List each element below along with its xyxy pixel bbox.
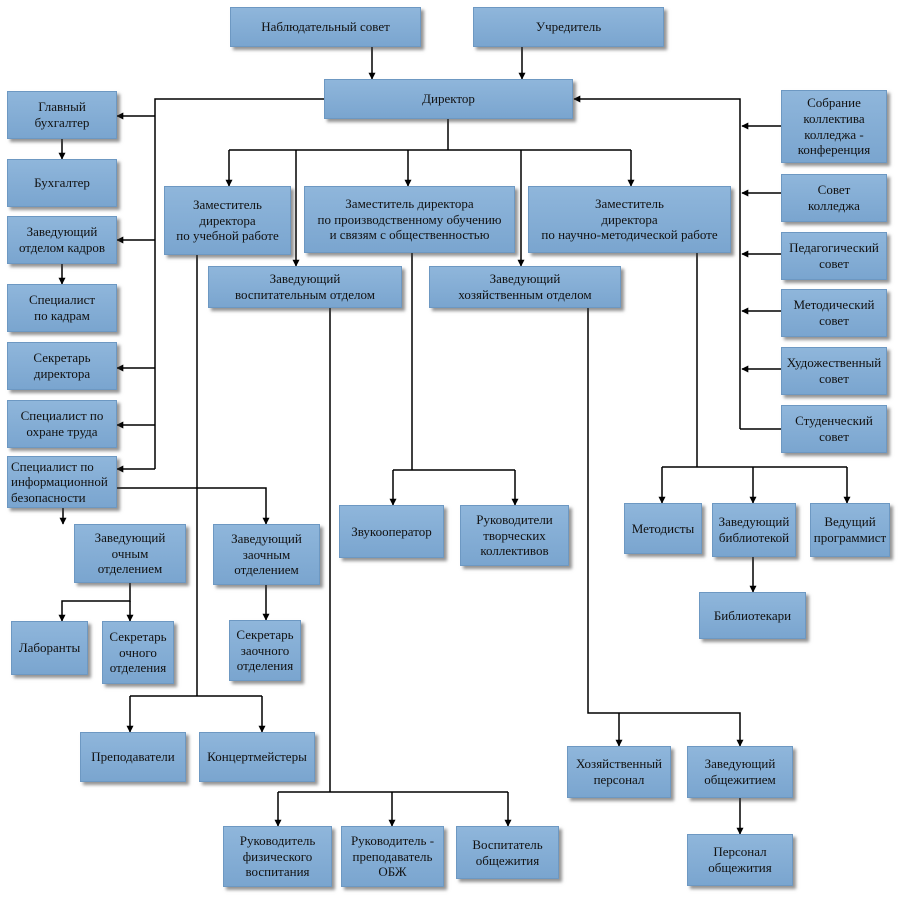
node-ruk-obzh: Руководитель - преподаватель ОБЖ <box>341 826 444 887</box>
node-metodisty: Методисты <box>624 503 702 554</box>
node-spec-infobez: Специалист по информационной безопасност… <box>7 456 117 508</box>
edge <box>154 98 324 469</box>
node-pedagogicheskii-sovet: Педагогический совет <box>781 232 887 280</box>
node-sekretar-ochnogo: Секретарь очного отделения <box>102 621 174 684</box>
node-zav-ochnym: Заведующий очным отделением <box>74 524 186 583</box>
node-nablyudatelnyi-sovet: Наблюдательный совет <box>230 7 421 47</box>
node-zam-nauchno-metod: Заместитель директора по научно-методиче… <box>528 186 731 253</box>
node-zam-uchebnaya: Заместитель директора по учебной работе <box>164 186 291 255</box>
node-vospitatel-obshezhitiya: Воспитатель общежития <box>456 826 559 879</box>
node-zav-zaochnym: Заведующий заочным отделением <box>213 524 320 585</box>
node-ruk-fizvospitaniya: Руководитель физического воспитания <box>223 826 332 887</box>
node-sovet-kolledzha: Совет колледжа <box>781 174 887 222</box>
node-sekretar-zaochnogo: Секретарь заочного отделения <box>229 620 301 681</box>
node-sekretar-direktora: Секретарь директора <box>7 342 117 390</box>
node-metodicheskii-sovet: Методический совет <box>781 289 887 337</box>
node-ruk-tvorcheskih: Руководители творческих коллективов <box>460 505 569 566</box>
edge <box>58 583 131 622</box>
node-laboranty: Лаборанты <box>11 621 88 675</box>
node-zam-proizvodstvo: Заместитель директора по производственно… <box>304 186 515 253</box>
node-vedushii-programmist: Ведущий программист <box>810 503 890 557</box>
node-glavnyi-buhgalter: Главный бухгалтер <box>7 91 117 139</box>
node-zav-obshezhitiem: Заведующий общежитием <box>687 746 793 798</box>
node-bibliotekari: Библиотекари <box>699 592 806 639</box>
node-spec-kadry: Специалист по кадрам <box>7 284 117 332</box>
node-zav-hozyaistvennyi: Заведующий хозяйственным отделом <box>429 266 621 308</box>
node-direktor: Директор <box>324 79 573 119</box>
node-spec-ohrana-truda: Специалист по охране труда <box>7 400 117 448</box>
node-personal-obshezhitiya: Персонал общежития <box>687 834 793 886</box>
node-koncertmeistery: Концертмейстеры <box>199 732 315 782</box>
node-zav-kadrov: Заведующий отделом кадров <box>7 216 117 264</box>
node-zvukooperator: Звукооператор <box>339 505 444 558</box>
edge <box>197 487 270 525</box>
node-zav-bibliotekoi: Заведующий библиотекой <box>712 503 796 557</box>
edge <box>573 95 741 429</box>
node-zav-vospitatelnyi: Заведующий воспитательным отделом <box>208 266 402 308</box>
node-prepodavateli: Преподаватели <box>80 732 186 782</box>
node-uchreditel: Учредитель <box>473 7 664 47</box>
node-studencheskii-sovet: Студенческий совет <box>781 405 887 453</box>
edge <box>587 308 744 747</box>
node-sobranie-kollektiva: Собрание коллектива колледжа - конференц… <box>781 90 887 163</box>
node-buhgalter: Бухгалтер <box>7 159 117 207</box>
node-hudozhestvennyi-sovet: Художественный совет <box>781 347 887 395</box>
node-hozyaistvennyi-personal: Хозяйственный персонал <box>567 746 671 798</box>
